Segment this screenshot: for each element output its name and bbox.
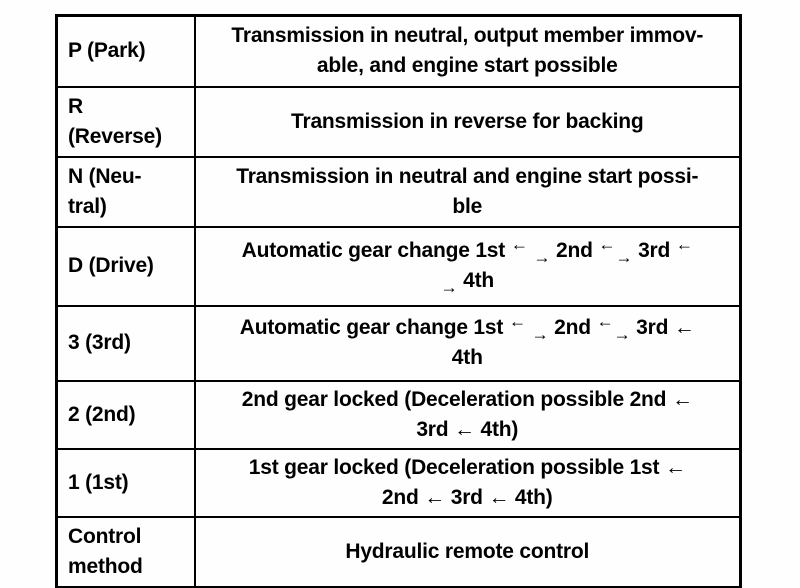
gear-label-line: method [68, 554, 143, 578]
description-line: 1st gear locked (Deceleration possible 1… [202, 453, 734, 483]
description-line: 4th [202, 343, 734, 373]
gear-description-cell: Automatic gear change 1st ← → 2nd ←→ 3rd… [193, 304, 742, 382]
downshift-arrow-icon: → [440, 277, 458, 297]
description-text: 3rd [632, 239, 676, 262]
upshift-arrow-icon: ← [508, 311, 526, 331]
gear-label-cell: Control method [55, 515, 196, 588]
table-row: N (Neu-tral) Transmission in neutral and … [55, 155, 742, 228]
gear-label-line: D (Drive) [68, 254, 154, 277]
gear-label-line: (Reverse) [68, 124, 162, 148]
upshift-arrow-icon: ← [675, 234, 693, 254]
gear-label-cell: R (Reverse) [55, 85, 196, 158]
table-row: 3 (3rd) Automatic gear change 1st ← → 2nd… [55, 304, 742, 382]
gear-label-line: 1 (1st) [68, 470, 129, 494]
gear-description-cell: Transmission in reverse for backing [193, 85, 742, 158]
description-line: 3rd ← 4th) [202, 415, 734, 445]
gear-description-cell: Automatic gear change 1st ← → 2nd ←→ 3rd… [193, 225, 742, 307]
downshift-arrow-icon: → [531, 324, 549, 344]
description-line: ble [202, 192, 734, 222]
upshift-arrow-icon: ← [510, 234, 528, 254]
description-text: 4th [457, 269, 495, 292]
description-line: Transmission in neutral and engine start… [202, 162, 734, 192]
table-row: R (Reverse) Transmission in reverse for ba… [55, 85, 742, 158]
downshift-arrow-icon: → [615, 247, 633, 267]
description-line: Transmission in reverse for backing [202, 107, 734, 137]
gear-label-cell: 2 (2nd) [55, 379, 196, 450]
gear-label-line: Control [68, 524, 142, 548]
table-row: 1 (1st) 1st gear locked (Deceleration pos… [55, 447, 742, 518]
gear-label-line: P (Park) [68, 39, 146, 63]
table-row: 2 (2nd) 2nd gear locked (Deceleration pos… [55, 379, 742, 450]
gear-description-cell: 1st gear locked (Deceleration possible 1… [193, 447, 742, 518]
gear-label-line: R [68, 94, 83, 118]
transmission-gear-table-body: P (Park) Transmission in neutral, output … [55, 14, 742, 588]
table-row: Control method Hydraulic remote control [55, 515, 742, 588]
description-text: 2nd gear locked (Deceleration possible 2… [241, 387, 693, 411]
gear-label-line: 3 (3rd) [68, 331, 131, 354]
description-line: → 4th [202, 266, 734, 297]
description-text: 3rd ← 4th) [416, 417, 519, 441]
gear-label-cell: 1 (1st) [55, 447, 196, 518]
description-text: 2nd [548, 316, 597, 339]
gear-label-line: 2 (2nd) [68, 402, 136, 426]
gear-description-cell: 2nd gear locked (Deceleration possible 2… [193, 379, 742, 450]
description-text: 3rd ← [630, 316, 695, 339]
downshift-arrow-icon: → [533, 247, 551, 267]
description-text: Transmission in neutral and engine start… [236, 164, 699, 188]
description-text: 2nd ← 3rd ← 4th) [381, 485, 553, 509]
upshift-arrow-icon: ← [596, 311, 614, 331]
description-line: Hydraulic remote control [202, 537, 734, 567]
gear-label-cell: 3 (3rd) [55, 304, 196, 382]
description-line: Transmission in neutral, output member i… [202, 21, 734, 51]
gear-label-cell: D (Drive) [55, 225, 196, 307]
description-line: Automatic gear change 1st ← → 2nd ←→ 3rd… [202, 311, 734, 344]
downshift-arrow-icon: → [613, 324, 631, 344]
description-line: Automatic gear change 1st ← → 2nd ←→ 3rd… [202, 234, 734, 267]
description-text: able, and engine start possible [316, 54, 618, 78]
table-row: P (Park) Transmission in neutral, output … [55, 14, 742, 88]
description-text: Hydraulic remote control [345, 539, 590, 563]
description-text: 2nd [550, 239, 599, 262]
description-line: 2nd gear locked (Deceleration possible 2… [202, 385, 734, 415]
gear-description-cell: Transmission in neutral, output member i… [193, 14, 742, 88]
description-text: 1st gear locked (Deceleration possible 1… [248, 455, 686, 479]
upshift-arrow-icon: ← [598, 234, 616, 254]
gear-description-cell: Hydraulic remote control [193, 515, 742, 588]
gear-label-line: tral) [68, 194, 107, 218]
description-text: 4th [451, 346, 483, 369]
gear-description-cell: Transmission in neutral and engine start… [193, 155, 742, 228]
transmission-gear-table: P (Park) Transmission in neutral, output … [55, 14, 742, 588]
description-text: ble [452, 194, 483, 218]
description-text: Automatic gear change 1st [241, 239, 511, 262]
description-line: able, and engine start possible [202, 51, 734, 81]
description-text: Transmission in reverse for backing [291, 109, 644, 133]
description-text: Automatic gear change 1st [239, 316, 509, 339]
table-row: D (Drive) Automatic gear change 1st ← → 2… [55, 225, 742, 307]
gear-label-cell: P (Park) [55, 14, 196, 88]
gear-label-line: N (Neu- [68, 164, 142, 188]
description-text: Transmission in neutral, output member i… [231, 24, 704, 48]
gear-label-cell: N (Neu-tral) [55, 155, 196, 228]
description-line: 2nd ← 3rd ← 4th) [202, 483, 734, 513]
